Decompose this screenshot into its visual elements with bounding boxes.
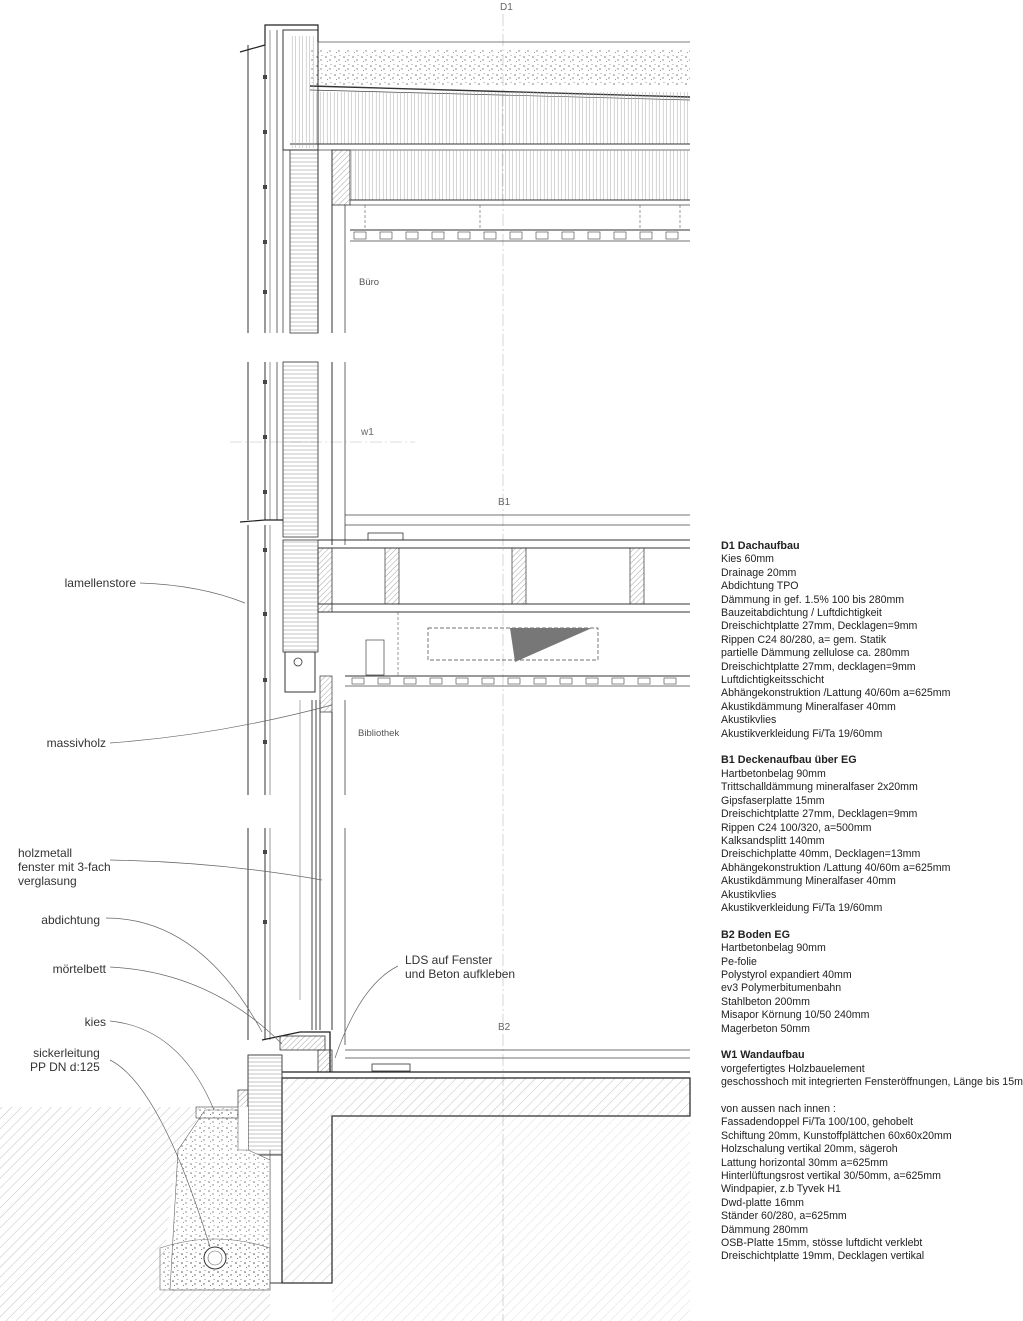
callout-lds-line-1: LDS auf Fenster — [405, 953, 493, 967]
spec-line: Hartbetonbelag 90mm — [721, 767, 826, 780]
axis-label-d1: D1 — [500, 2, 513, 13]
spec-line: Abhängekonstruktion /Lattung 40/60m a=62… — [721, 687, 951, 700]
callout-moertelbett: mörtelbett — [52, 962, 106, 976]
spec-line: Akustikdämmung Mineralfaser 40mm — [721, 875, 896, 888]
spec-heading: B1 Deckenaufbau über EG — [721, 754, 857, 767]
callout-lds-line-2: und Beton aufkleben — [405, 967, 516, 981]
ceiling-b1 — [282, 514, 690, 713]
callout-fenster-line-3: verglasung — [18, 874, 77, 888]
room-label-buero: Büro — [359, 277, 380, 288]
callout-massivholz: massivholz — [46, 736, 106, 750]
spec-line: Gipsfaserplatte 15mm — [721, 794, 825, 807]
spec-line: Magerbeton 50mm — [721, 1022, 810, 1035]
wall-middle — [239, 361, 346, 545]
spec-line: partielle Dämmung zellulose ca. 280mm — [721, 647, 910, 660]
callout-lds: LDS auf Fenster und Beton aufkleben — [405, 953, 515, 981]
spec-line: Kies 60mm — [721, 553, 774, 566]
room-label-bibliothek: Bibliothek — [358, 728, 400, 739]
spec-line: ev3 Polymerbitumenbahn — [721, 982, 842, 995]
spec-line: Trittschalldämmung mineralfaser 2x20mm — [721, 781, 918, 794]
spec-heading: B2 Boden EG — [721, 928, 790, 941]
spec-line: Hinterlüftungsrost vertikal 30/50mm, a=6… — [721, 1170, 941, 1183]
spec-line: Dämmung 280mm — [721, 1223, 809, 1236]
spec-line: Akustikvlies — [721, 888, 777, 901]
spec-line: von aussen nach innen : — [721, 1103, 836, 1115]
leader-lines — [105, 582, 399, 1248]
spec-line: Windpapier, z.b Tyvek H1 — [721, 1183, 841, 1196]
spec-line: Hartbetonbelag 90mm — [721, 942, 826, 955]
spec-line: Akustikverkleidung Fi/Ta 19/60mm — [721, 901, 883, 914]
callout-abdichtung: abdichtung — [41, 913, 100, 927]
spec-line: Rippen C24 80/280, a= gem. Statik — [721, 633, 887, 646]
spec-line: Polystyrol expandiert 40mm — [721, 968, 852, 981]
section-drawing — [0, 14, 691, 1321]
spec-line: Rippen C24 100/320, a=500mm — [721, 821, 872, 834]
callout-fenster: holzmetall fenster mit 3-fach verglasung — [18, 846, 111, 888]
window-lower — [247, 525, 346, 1073]
spec-line: Lattung horizontal 30mm a=625mm — [721, 1156, 888, 1169]
callout-sickerleitung-line-2: PP DN d:125 — [30, 1060, 100, 1074]
spec-line: Pe-folie — [721, 955, 757, 968]
callout-fenster-line-2: fenster mit 3-fach — [18, 860, 111, 874]
spec-line: Dämmung in gef. 1.5% 100 bis 280mm — [721, 593, 905, 606]
spec-line: OSB-Platte 15mm, stösse luftdicht verkle… — [721, 1237, 923, 1250]
spec-line: vorgefertigtes Holzbauelement — [721, 1062, 865, 1075]
spec-line: Luftdichtigkeitsschicht — [721, 674, 825, 687]
spec-line: Schiftung 20mm, Kunstoffplättchen 60x60x… — [721, 1129, 952, 1142]
ground — [0, 1106, 271, 1321]
spec-line: Dreischichtplatte 27mm, Decklagen=9mm — [721, 808, 918, 821]
axis-label-w1: w1 — [361, 427, 374, 438]
wall-upper — [239, 24, 346, 334]
spec-line: Ständer 60/280, a=625mm — [721, 1210, 847, 1223]
roof-d1 — [290, 41, 691, 242]
callout-fenster-line-1: holzmetall — [18, 846, 73, 860]
spec-line: Dwd-platte 16mm — [721, 1196, 805, 1209]
floor-b2 — [237, 1049, 691, 1321]
spec-heading: D1 Dachaufbau — [721, 540, 800, 552]
spec-line: Misapor Körnung 10/50 240mm — [721, 1009, 870, 1022]
spec-line: Dreischichplatte 40mm, Decklagen=13mm — [721, 848, 921, 861]
spec-line: Dreischichtplatte 19mm, Decklagen vertik… — [721, 1250, 925, 1263]
spec-line: Akustikdämmung Mineralfaser 40mm — [721, 700, 896, 713]
spec-heading: W1 Wandaufbau — [721, 1049, 805, 1062]
callout-lamellenstore: lamellenstore — [64, 576, 136, 590]
spec-line: Fassadendoppel Fi/Ta 100/100, gehobelt — [721, 1116, 914, 1129]
axis-label-b2: B2 — [498, 1022, 511, 1033]
spec-line: Abdichtung TPO — [721, 580, 799, 593]
spec-line: Dreischichtplatte 27mm, Decklagen=9mm — [721, 620, 918, 633]
callout-sickerleitung-line-1: sickerleitung — [33, 1046, 100, 1060]
spec-line: Stahlbeton 200mm — [721, 995, 810, 1008]
axis-label-b1: B1 — [498, 497, 511, 508]
spec-line: Bauzeitabdichtung / Luftdichtigkeit — [721, 607, 882, 620]
spec-line: Abhängekonstruktion /Lattung 40/60m a=62… — [721, 861, 951, 874]
spec-spacer — [721, 1090, 1000, 1103]
spec-line: Holzschalung vertikal 20mm, sägeroh — [721, 1143, 898, 1156]
callout-kies: kies — [84, 1015, 106, 1029]
spec-line: Dreischichtplatte 27mm, decklagen=9mm — [721, 660, 916, 673]
spec-line: geschosshoch mit integrierten Fensteröff… — [721, 1076, 1023, 1089]
callout-sickerleitung: sickerleitung PP DN d:125 — [30, 1046, 100, 1074]
spec-line: Akustikvlies — [721, 714, 777, 727]
spec-line: Kalksandsplitt 140mm — [721, 834, 825, 847]
spec-line: Drainage 20mm — [721, 566, 797, 579]
spec-line: Akustikverkleidung Fi/Ta 19/60mm — [721, 727, 883, 740]
